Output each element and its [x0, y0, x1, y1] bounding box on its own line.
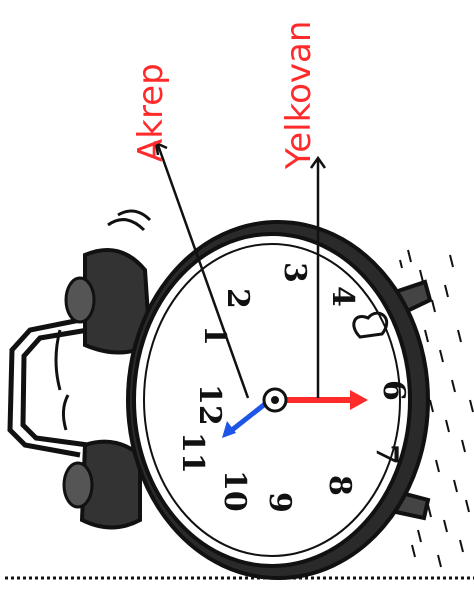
alarm-bell-icon	[62, 248, 153, 530]
vibration-lines	[54, 209, 152, 431]
clock-number-8: 8	[322, 475, 357, 496]
hour-hand-label: Akrep	[131, 63, 171, 162]
clock-number-2: 2	[220, 288, 255, 309]
hour-hand-pointer	[154, 140, 250, 399]
clock-numbers: 12 1 2 3 4 6 7 8 9 10 11	[175, 262, 411, 513]
hour-hand	[222, 402, 267, 438]
minute-hand-label: Yelkovan	[279, 21, 319, 170]
clock-number-11: 11	[175, 432, 210, 474]
clock-number-7: 7	[369, 444, 404, 465]
clock-center-pin	[262, 387, 288, 413]
clock-number-4: 4	[325, 286, 360, 307]
heart-icon	[352, 311, 389, 339]
minute-hand	[283, 390, 368, 410]
clock-number-9: 9	[262, 492, 297, 513]
clock-handle	[7, 317, 89, 458]
clock-number-10: 10	[217, 470, 252, 512]
clock-number-3: 3	[277, 262, 312, 283]
clock-number-12: 12	[192, 384, 227, 426]
clock-number-6: 6	[376, 380, 411, 401]
minute-hand-pointer	[309, 155, 327, 398]
